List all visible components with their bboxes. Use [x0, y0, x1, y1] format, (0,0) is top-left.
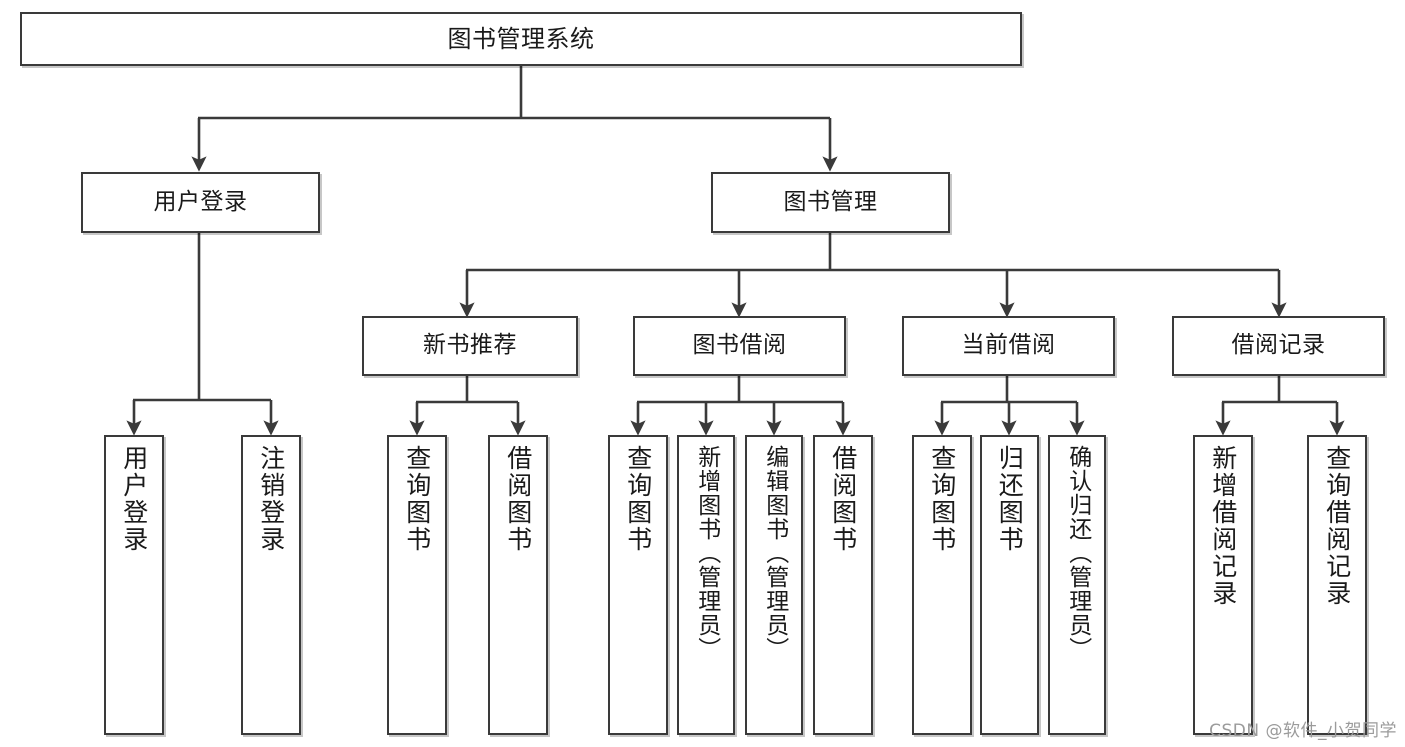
node-leaf-query-book-1-label: 查询图书: [402, 445, 432, 553]
node-borrow-record[interactable]: 借阅记录: [1172, 316, 1385, 376]
node-leaf-user-login-label: 用户登录: [119, 445, 149, 553]
node-book-manage-label: 图书管理: [783, 188, 878, 215]
node-leaf-query-book-3[interactable]: 查询图书: [912, 435, 972, 735]
node-current-borrow-label: 当前借阅: [961, 332, 1056, 359]
node-new-book-recommend[interactable]: 新书推荐: [362, 316, 578, 376]
node-leaf-edit-book[interactable]: 编辑图书（管理员）: [745, 435, 803, 735]
node-borrow-record-label: 借阅记录: [1231, 332, 1326, 359]
node-leaf-borrow-book-2[interactable]: 借阅图书: [813, 435, 873, 735]
node-book-manage[interactable]: 图书管理: [711, 172, 950, 233]
node-leaf-return-book[interactable]: 归还图书: [980, 435, 1039, 735]
csdn-watermark: CSDN @软件_小贺同学: [1209, 721, 1397, 741]
node-current-borrow[interactable]: 当前借阅: [902, 316, 1115, 376]
node-root-label: 图书管理系统: [447, 24, 595, 53]
node-leaf-query-book-2[interactable]: 查询图书: [608, 435, 668, 735]
node-leaf-user-logout[interactable]: 注销登录: [241, 435, 301, 735]
node-book-borrow[interactable]: 图书借阅: [633, 316, 846, 376]
node-leaf-add-book[interactable]: 新增图书（管理员）: [677, 435, 735, 735]
node-leaf-borrow-book-1[interactable]: 借阅图书: [488, 435, 548, 735]
node-leaf-edit-book-label: 编辑图书（管理员）: [761, 445, 788, 661]
node-leaf-confirm-return-label: 确认归还（管理员）: [1064, 445, 1091, 661]
node-leaf-add-record[interactable]: 新增借阅记录: [1193, 435, 1253, 735]
node-leaf-query-book-1[interactable]: 查询图书: [387, 435, 447, 735]
node-book-borrow-label: 图书借阅: [692, 332, 787, 359]
node-leaf-user-logout-label: 注销登录: [256, 445, 286, 553]
node-user-login-label: 用户登录: [153, 188, 248, 215]
node-leaf-borrow-book-2-label: 借阅图书: [828, 445, 858, 553]
node-new-book-recommend-label: 新书推荐: [423, 332, 517, 359]
node-leaf-user-login[interactable]: 用户登录: [104, 435, 164, 735]
node-leaf-return-book-label: 归还图书: [995, 445, 1025, 553]
node-leaf-borrow-book-1-label: 借阅图书: [503, 445, 533, 553]
node-leaf-add-record-label: 新增借阅记录: [1208, 445, 1238, 607]
node-user-login[interactable]: 用户登录: [81, 172, 320, 233]
node-leaf-query-book-3-label: 查询图书: [927, 445, 957, 553]
node-root[interactable]: 图书管理系统: [20, 12, 1022, 66]
node-leaf-confirm-return[interactable]: 确认归还（管理员）: [1048, 435, 1106, 735]
node-leaf-query-record[interactable]: 查询借阅记录: [1307, 435, 1367, 735]
node-leaf-query-book-2-label: 查询图书: [623, 445, 653, 553]
node-leaf-query-record-label: 查询借阅记录: [1322, 445, 1352, 607]
node-leaf-add-book-label: 新增图书（管理员）: [693, 445, 720, 661]
